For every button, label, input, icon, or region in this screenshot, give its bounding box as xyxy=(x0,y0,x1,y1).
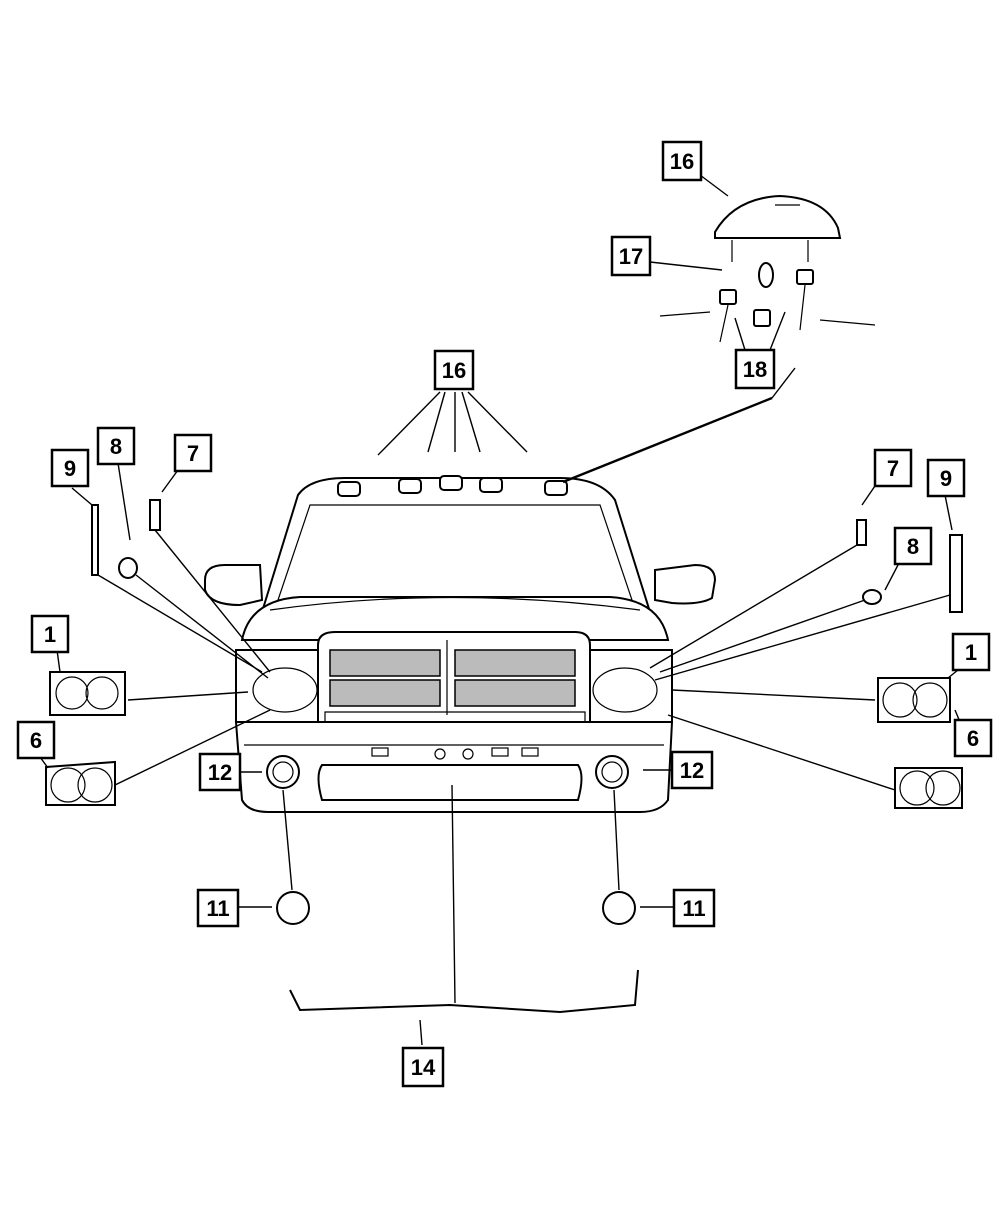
callout-label: 11 xyxy=(682,896,705,921)
callout-label: 1 xyxy=(965,640,977,665)
callout-1-right: 1 xyxy=(951,632,991,672)
callout-6-right: 6 xyxy=(953,718,993,758)
callout-label: 12 xyxy=(680,758,704,783)
callout-label: 7 xyxy=(187,441,199,466)
callout-11-left: 11 xyxy=(196,888,240,928)
callout-label: 16 xyxy=(670,149,694,174)
loose-parts xyxy=(45,499,963,1014)
callout-6-left: 6 xyxy=(16,720,56,760)
callout-label: 9 xyxy=(940,466,952,491)
callout-label: 14 xyxy=(411,1055,436,1080)
callout-label: 11 xyxy=(206,896,229,921)
callout-1-left: 1 xyxy=(30,614,70,654)
callout-16-mid: 16 xyxy=(433,349,475,391)
callout-16-top: 16 xyxy=(661,140,703,182)
callout-12-left: 12 xyxy=(198,752,242,792)
callouts: 16 17 18 16 9 8 7 7 xyxy=(16,140,993,1088)
callout-11-right: 11 xyxy=(672,888,716,928)
callout-label: 18 xyxy=(743,357,767,382)
callout-label: 6 xyxy=(967,726,979,751)
callout-label: 17 xyxy=(619,244,643,269)
callout-14: 14 xyxy=(401,1046,445,1088)
callout-label: 8 xyxy=(907,534,919,559)
leader-lines xyxy=(39,174,961,1046)
callout-label: 8 xyxy=(110,434,122,459)
callout-18: 18 xyxy=(734,348,776,390)
callout-label: 9 xyxy=(64,456,76,481)
callout-9-left: 9 xyxy=(50,448,90,488)
callout-17: 17 xyxy=(610,235,652,277)
callout-label: 7 xyxy=(887,456,899,481)
roof-lamp-detail xyxy=(659,194,876,343)
callout-label: 1 xyxy=(44,622,56,647)
callout-label: 6 xyxy=(30,728,42,753)
callout-12-right: 12 xyxy=(670,750,714,790)
callout-label: 16 xyxy=(442,358,466,383)
callout-9-right: 9 xyxy=(926,458,966,498)
truck-front-view xyxy=(204,475,717,813)
callout-label: 12 xyxy=(208,760,232,785)
callout-7-right: 7 xyxy=(873,448,913,488)
callout-8-right: 8 xyxy=(893,526,933,566)
callout-7-left: 7 xyxy=(173,433,213,473)
callout-8-left: 8 xyxy=(96,426,136,466)
